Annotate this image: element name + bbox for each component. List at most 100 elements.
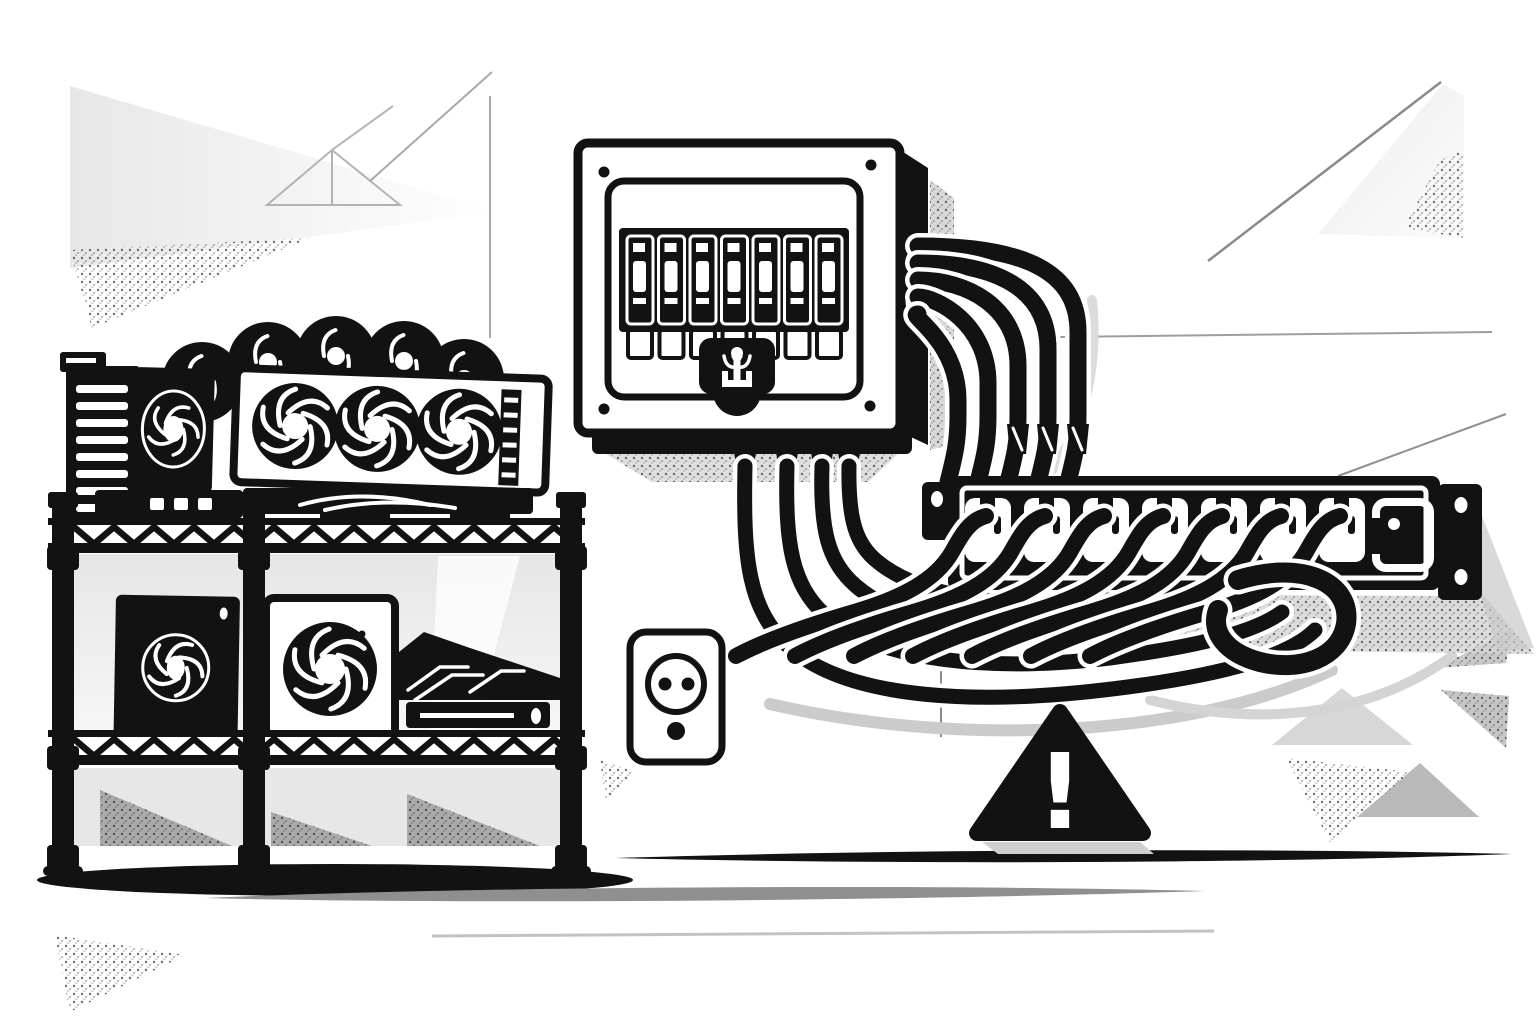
gpu-fan bbox=[252, 383, 339, 470]
shape bbox=[285, 398, 330, 416]
background-hairline bbox=[369, 71, 493, 182]
breaker-indicator bbox=[696, 243, 708, 252]
shape bbox=[260, 436, 305, 454]
top-black-fan-unit bbox=[131, 367, 215, 493]
top-shelf-gpu-assembly bbox=[60, 316, 553, 530]
shape bbox=[48, 518, 585, 525]
shape bbox=[664, 298, 678, 304]
warning-triangle-shape bbox=[969, 704, 1151, 841]
shape bbox=[291, 647, 325, 686]
shape bbox=[720, 234, 749, 326]
post-foot bbox=[47, 845, 79, 869]
shape bbox=[52, 504, 74, 870]
shape bbox=[713, 392, 761, 416]
rack-post bbox=[551, 492, 591, 876]
shape bbox=[309, 626, 332, 672]
shape bbox=[502, 457, 517, 463]
shape bbox=[905, 508, 1171, 664]
shape bbox=[1041, 426, 1054, 452]
breaker-toggle bbox=[727, 261, 741, 292]
floor-hairline bbox=[431, 929, 1215, 938]
exclamation-mark-icon: ! bbox=[1036, 731, 1083, 853]
shape bbox=[323, 500, 457, 512]
shape bbox=[276, 386, 299, 429]
breaker-switch bbox=[814, 234, 844, 326]
shape bbox=[260, 404, 290, 442]
shape bbox=[95, 490, 243, 518]
shape bbox=[464, 416, 495, 454]
heatsink-slot bbox=[76, 419, 128, 427]
gpu-card bbox=[229, 364, 553, 497]
shape bbox=[504, 397, 519, 403]
shape bbox=[238, 746, 270, 770]
breaker-indicator bbox=[759, 243, 771, 252]
shape bbox=[171, 427, 187, 457]
cable-loop bbox=[1201, 558, 1361, 680]
shape bbox=[48, 730, 585, 737]
breaker-toggle bbox=[790, 261, 804, 292]
shape bbox=[751, 234, 781, 326]
shape bbox=[51, 522, 577, 549]
breaker-switch bbox=[688, 234, 718, 326]
shape bbox=[367, 401, 412, 419]
shape bbox=[342, 439, 387, 457]
breaker-indicator bbox=[822, 243, 834, 252]
shape bbox=[1082, 508, 1348, 664]
breaker-indicator bbox=[790, 243, 803, 252]
shape bbox=[147, 674, 181, 687]
background-hairline bbox=[1057, 331, 1493, 338]
breaker-tab bbox=[815, 328, 843, 360]
shape bbox=[1404, 150, 1464, 238]
floor-shadows bbox=[37, 850, 1512, 938]
background-hairline bbox=[331, 105, 394, 151]
shape bbox=[66, 358, 96, 363]
white-fan-unit bbox=[262, 594, 399, 746]
shape bbox=[141, 633, 211, 703]
shape bbox=[1441, 690, 1509, 748]
shape bbox=[560, 504, 582, 870]
ear-hole bbox=[1454, 497, 1468, 513]
socket-ring bbox=[645, 653, 707, 715]
circuit-trace bbox=[468, 669, 526, 694]
shape bbox=[327, 347, 345, 365]
screw bbox=[865, 159, 877, 171]
shape bbox=[502, 442, 517, 448]
ear-hole bbox=[1454, 569, 1468, 585]
screw bbox=[598, 166, 610, 178]
shape bbox=[47, 546, 79, 570]
shape bbox=[846, 508, 1112, 664]
fan-hub bbox=[446, 418, 473, 445]
shape bbox=[48, 543, 585, 553]
shape bbox=[600, 760, 636, 800]
breaker-toggle bbox=[664, 261, 678, 292]
shape bbox=[420, 713, 514, 718]
port bbox=[198, 498, 212, 510]
breaker-panel bbox=[573, 138, 954, 482]
breaker-switch bbox=[783, 234, 812, 326]
shape bbox=[449, 404, 494, 422]
shape bbox=[964, 508, 1230, 664]
shape bbox=[292, 424, 315, 466]
shape bbox=[1286, 758, 1410, 842]
gray-triangle bbox=[1357, 763, 1479, 817]
shape bbox=[48, 755, 585, 765]
post-foot bbox=[238, 845, 270, 869]
black-fan-unit bbox=[113, 594, 240, 739]
shape bbox=[759, 298, 772, 304]
fan-hub bbox=[163, 416, 184, 443]
port bbox=[174, 498, 188, 510]
breaker-tab bbox=[626, 328, 654, 360]
floor-line bbox=[616, 850, 1512, 863]
shape bbox=[239, 492, 269, 508]
pin-hole bbox=[658, 677, 672, 691]
shape bbox=[727, 298, 741, 304]
shape bbox=[1071, 426, 1084, 452]
shape bbox=[173, 665, 191, 698]
shape bbox=[696, 298, 709, 304]
shape bbox=[503, 427, 518, 433]
shape bbox=[358, 630, 366, 638]
shape bbox=[822, 298, 835, 304]
gpu-fan bbox=[416, 388, 503, 475]
background-hairline bbox=[1207, 81, 1442, 262]
breaker-switch bbox=[657, 234, 686, 326]
